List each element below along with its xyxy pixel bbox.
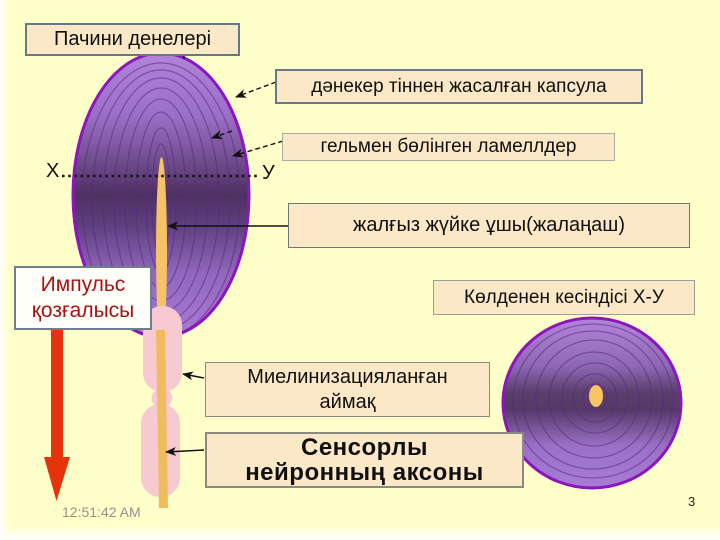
- label-impulse-text: Импульс қозғалысы: [31, 273, 135, 322]
- label-myelinated-region: Миелинизацияланған аймақ: [205, 362, 490, 417]
- label-capsule: дәнекер тіннен жасалған капсула: [275, 69, 643, 104]
- lamellae-leader-arrow-2: [211, 130, 233, 139]
- label-myelinated-text: Миелинизацияланған аймақ: [247, 365, 448, 413]
- myelin-leader-arrow: [182, 371, 205, 381]
- label-impulse-movement: Импульс қозғалысы: [14, 266, 152, 330]
- slide-timestamp: 12:51:42 AM: [62, 504, 141, 520]
- corpuscle-transverse-section: [501, 316, 683, 490]
- slide-title: Пачини денелері: [53, 28, 212, 50]
- label-cross-section-text: Көлденен кесіндісі Х-У: [464, 286, 664, 308]
- slide-page-number: 3: [688, 494, 696, 509]
- label-sensory-axon: Сенсорлы нейронның аксоны: [205, 432, 524, 488]
- nerve-ending-core-transverse: [589, 385, 603, 407]
- nerve-ending-core: [156, 157, 167, 345]
- label-nerve-ending: жалғыз жүйке ұшы(жалаңаш): [288, 203, 690, 248]
- capsule-leader-arrow: [235, 81, 277, 98]
- slide-edge-fade-bottom: [0, 525, 720, 540]
- label-capsule-text: дәнекер тіннен жасалған капсула: [311, 75, 607, 97]
- label-lamellae-text: гельмен бөлінген ламеллдер: [320, 136, 577, 157]
- slide-title-box: Пачини денелері: [25, 23, 240, 56]
- section-marker-y: У: [262, 162, 275, 184]
- impulse-direction-arrow: [44, 324, 70, 501]
- sensory-axon-line: [156, 329, 168, 509]
- section-marker-x: Х: [46, 160, 60, 182]
- slide-edge-fade-left: [0, 0, 10, 540]
- label-nerve-ending-text: жалғыз жүйке ұшы(жалаңаш): [352, 214, 626, 236]
- label-cross-section: Көлденен кесіндісі Х-У: [433, 280, 695, 315]
- axon-leader-arrow: [165, 446, 205, 456]
- label-lamellae: гельмен бөлінген ламеллдер: [282, 133, 615, 161]
- lamellae-leader-arrow: [232, 140, 284, 158]
- lamellae-rings-transverse: [512, 323, 674, 479]
- label-sensory-axon-text: Сенсорлы нейронның аксоны: [245, 434, 484, 486]
